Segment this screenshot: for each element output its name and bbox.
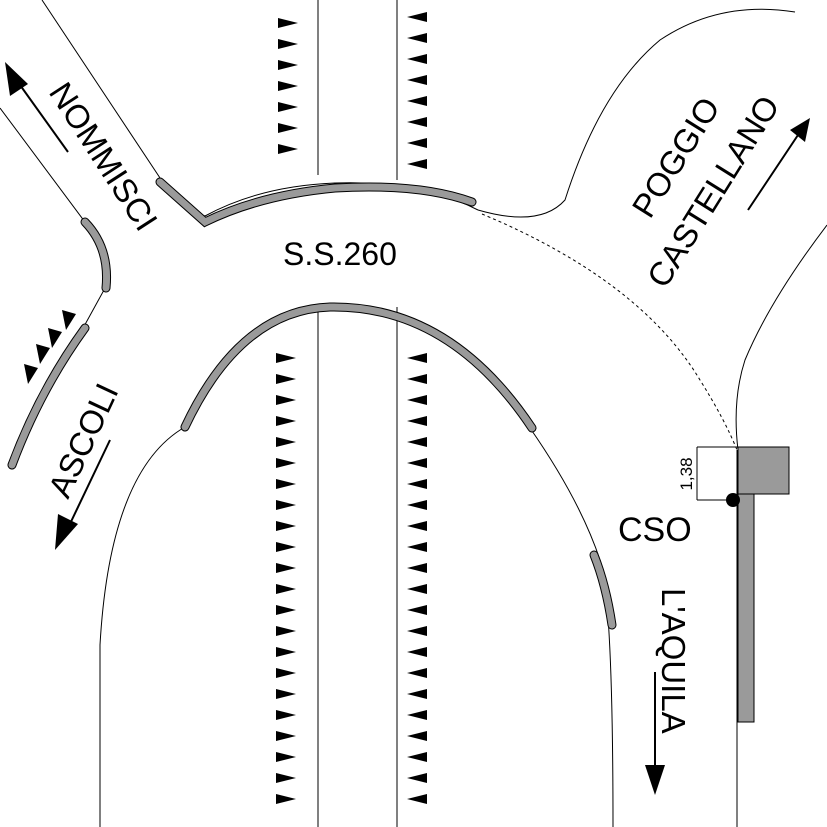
lane-arrow-marker xyxy=(407,458,427,468)
lane-arrow-marker xyxy=(276,605,296,615)
dashed-connector xyxy=(481,213,738,451)
lane-arrow-marker xyxy=(407,521,427,531)
lane-arrow-marker xyxy=(407,96,427,106)
road-label: S.S.260 xyxy=(283,236,397,272)
lane-arrow-marker xyxy=(276,794,296,804)
guardrail-top xyxy=(156,178,476,227)
guardrail-inner-loop xyxy=(181,303,536,432)
arrow-head-icon xyxy=(645,765,665,795)
lane-arrow-marker xyxy=(276,773,296,783)
lane-arrow-marker xyxy=(276,479,296,489)
lane-arrow-marker xyxy=(407,668,427,678)
lane-arrow-marker xyxy=(407,647,427,657)
lane-arrow-marker xyxy=(24,364,38,384)
guardrails xyxy=(7,177,617,630)
lane-arrow-marker xyxy=(407,689,427,699)
lane-arrow-marker xyxy=(276,584,296,594)
lane-arrow-marker xyxy=(278,18,298,28)
lane-arrow-marker xyxy=(407,416,427,426)
lane-arrow-marker xyxy=(407,54,427,64)
dimension-label: 1,38 xyxy=(677,457,696,490)
lane-arrow-marker xyxy=(407,117,427,127)
lane-arrow-marker xyxy=(407,605,427,615)
lane-arrow-marker xyxy=(407,374,427,384)
lane-arrow-marker xyxy=(276,647,296,657)
lane-arrow-marker xyxy=(407,563,427,573)
lane-arrow-marker xyxy=(407,159,427,169)
lane-arrow-marker xyxy=(407,626,427,636)
guardrail-left-upper xyxy=(81,218,111,292)
lane-arrow-marker xyxy=(278,144,298,154)
road-edge-poggio-left xyxy=(477,8,796,218)
lane-arrow-marker xyxy=(276,542,296,552)
lane-arrow-marker xyxy=(276,374,296,384)
lane-arrow-marker xyxy=(276,563,296,573)
lane-arrow-marker xyxy=(407,33,427,43)
direction-arrow-ascoli xyxy=(67,439,111,529)
direction-arrow-poggio xyxy=(747,134,799,211)
lane-arrow-marker xyxy=(276,689,296,699)
lane-arrow-marker xyxy=(407,542,427,552)
direction-laquila: L'AQUILA xyxy=(645,588,692,795)
lane-arrow-marker xyxy=(407,794,427,804)
lane-arrow-marker xyxy=(407,479,427,489)
lane-arrow-marker xyxy=(36,344,50,364)
lane-arrow-marker xyxy=(276,353,296,363)
direction-label-laquila: L'AQUILA xyxy=(655,588,692,734)
lane-arrow-marker xyxy=(278,81,298,91)
road-edge-inner-loop xyxy=(99,304,614,827)
lane-arrow-marker xyxy=(276,752,296,762)
lane-arrow-marker xyxy=(407,437,427,447)
lane-arrow-marker xyxy=(276,458,296,468)
lane-arrow-marker xyxy=(407,731,427,741)
lane-arrow-marker xyxy=(276,521,296,531)
arrow-head-icon xyxy=(790,118,810,142)
lane-arrow-marker xyxy=(276,437,296,447)
station-box xyxy=(737,446,790,495)
lane-arrow-marker xyxy=(276,500,296,510)
lane-arrows xyxy=(276,12,427,804)
lane-arrow-marker xyxy=(278,123,298,133)
lane-arrow-marker xyxy=(276,416,296,426)
lane-arrow-marker xyxy=(407,710,427,720)
direction-label-nommisci: NOMMISCI xyxy=(42,76,165,238)
lane-arrow-marker xyxy=(276,731,296,741)
station-bar xyxy=(737,493,755,723)
lane-arrow-marker xyxy=(276,668,296,678)
lane-arrow-marker xyxy=(407,75,427,85)
station-label: CSO xyxy=(618,511,692,549)
lane-arrow-marker xyxy=(62,310,76,330)
lane-arrow-marker xyxy=(407,138,427,148)
lane-arrow-marker xyxy=(278,39,298,49)
lane-arrow-marker xyxy=(278,102,298,112)
arrow-head-icon xyxy=(55,514,78,550)
cso-station: 1,38 CSO xyxy=(618,446,790,723)
lane-arrow-marker xyxy=(276,395,296,405)
direction-label-ascoli: ASCOLI xyxy=(41,378,126,503)
lane-arrow-marker xyxy=(407,752,427,762)
guardrail-right xyxy=(590,551,616,629)
lane-arrow-marker xyxy=(407,12,427,22)
lane-arrow-marker xyxy=(407,500,427,510)
lane-arrow-marker xyxy=(407,773,427,783)
lane-arrow-marker xyxy=(407,584,427,594)
direction-ascoli: ASCOLI xyxy=(41,378,126,550)
guardrail-ascoli xyxy=(8,324,89,469)
direction-arrow-nommisci xyxy=(14,77,69,153)
arrow-head-icon xyxy=(5,62,28,96)
lane-arrow-marker xyxy=(278,60,298,70)
lane-arrow-marker xyxy=(276,710,296,720)
lane-arrow-marker xyxy=(276,626,296,636)
lane-arrow-marker xyxy=(407,395,427,405)
lane-arrow-marker xyxy=(48,328,62,348)
ascoli-arrows xyxy=(24,310,76,384)
road-edge-poggio-right xyxy=(735,224,827,451)
lane-arrow-marker xyxy=(407,353,427,363)
direction-poggio: POGGIO CASTELLANO xyxy=(625,89,810,294)
